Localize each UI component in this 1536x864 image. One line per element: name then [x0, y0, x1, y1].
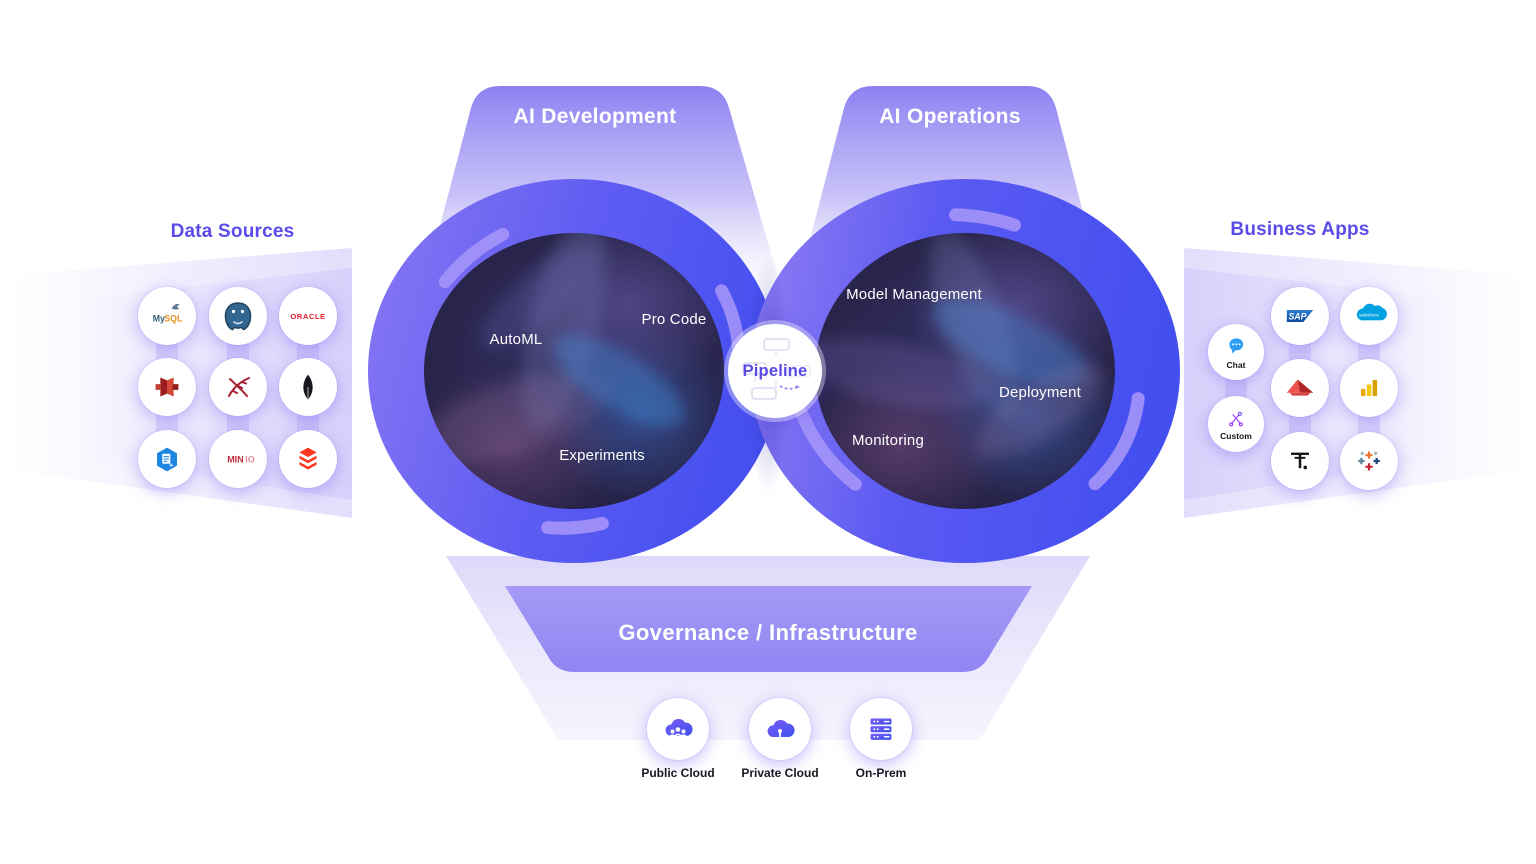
svg-text:salesforce: salesforce [1359, 313, 1380, 318]
minio-logo: MIN IO [227, 455, 255, 465]
env-public-cloud [647, 698, 709, 760]
governance-band [505, 586, 1032, 672]
mysql-logo: My SQL [153, 303, 183, 324]
svg-text:MIN: MIN [227, 455, 244, 465]
data-source-redshift [138, 358, 196, 416]
redshift-logo [155, 377, 179, 397]
public-cloud-label: Public Cloud [641, 766, 715, 780]
t-dot-logo [1291, 452, 1309, 470]
business-app-tableau [1340, 432, 1398, 490]
chat-bubble-icon [1229, 338, 1244, 354]
business-app-streamlit [1271, 359, 1329, 417]
ai-development-title: AI Development [513, 105, 677, 128]
data-source-oracle: ORACLE [279, 287, 337, 345]
env-private-cloud [749, 698, 811, 760]
on-prem-server-icon [870, 718, 892, 740]
governance-title: Governance / Infrastructure [618, 620, 918, 645]
pipeline-label: Pipeline [742, 361, 808, 380]
operations-disc [815, 233, 1115, 509]
data-source-sql-server [209, 358, 267, 416]
sql-server-logo [228, 377, 250, 397]
data-source-cloud-storage [138, 430, 196, 488]
area-experiments: Experiments [559, 447, 645, 464]
mongodb-logo [303, 374, 313, 400]
svg-text:My: My [153, 314, 165, 324]
ai-operations-title: AI Operations [879, 105, 1021, 128]
blue-hexagon-storage-logo [157, 447, 177, 472]
databricks-logo [299, 447, 317, 470]
private-cloud-icon [767, 719, 795, 738]
data-source-databricks [279, 430, 337, 488]
svg-text:SQL: SQL [164, 314, 183, 324]
streamlit-logo [1286, 379, 1314, 396]
data-source-minio: MIN IO [209, 430, 267, 488]
data-source-mongodb [279, 358, 337, 416]
business-app-power-bi [1340, 359, 1398, 417]
custom-tools-icon [1229, 412, 1243, 427]
svg-text:ORACLE: ORACLE [290, 312, 325, 321]
area-model-management: Model Management [846, 286, 982, 303]
power-bi-logo [1360, 379, 1378, 397]
business-apps-title: Business Apps [1230, 219, 1370, 240]
area-monitoring: Monitoring [851, 432, 925, 449]
business-app-salesforce: salesforce [1340, 287, 1398, 345]
business-app-chat: Chat [1208, 324, 1264, 380]
data-source-postgresql [209, 287, 267, 345]
private-cloud-label: Private Cloud [741, 766, 819, 780]
area-automl: AutoML [489, 331, 543, 348]
svg-text:IO: IO [245, 455, 255, 465]
postgresql-logo [224, 302, 252, 331]
oracle-logo: ORACLE [290, 312, 325, 321]
svg-text:SAP: SAP [1288, 311, 1306, 321]
area-pro-code: Pro Code [641, 311, 707, 328]
chat-label: Chat [1226, 360, 1246, 371]
pipeline-hub: Pipeline [728, 324, 822, 418]
salesforce-logo: salesforce [1356, 303, 1387, 321]
business-app-sap: SAP [1271, 287, 1329, 345]
development-disc [424, 233, 724, 509]
business-app-t-logo [1271, 432, 1329, 490]
on-prem-label: On-Prem [855, 766, 907, 780]
data-source-mysql: My SQL [138, 287, 196, 345]
public-cloud-icon [665, 718, 693, 738]
tableau-logo [1358, 451, 1380, 471]
area-deployment: Deployment [998, 384, 1082, 401]
custom-label: Custom [1220, 431, 1252, 442]
business-app-custom: Custom [1208, 396, 1264, 452]
env-on-prem [850, 698, 912, 760]
data-sources-title: Data Sources [170, 221, 295, 242]
sap-logo: SAP [1286, 309, 1314, 323]
